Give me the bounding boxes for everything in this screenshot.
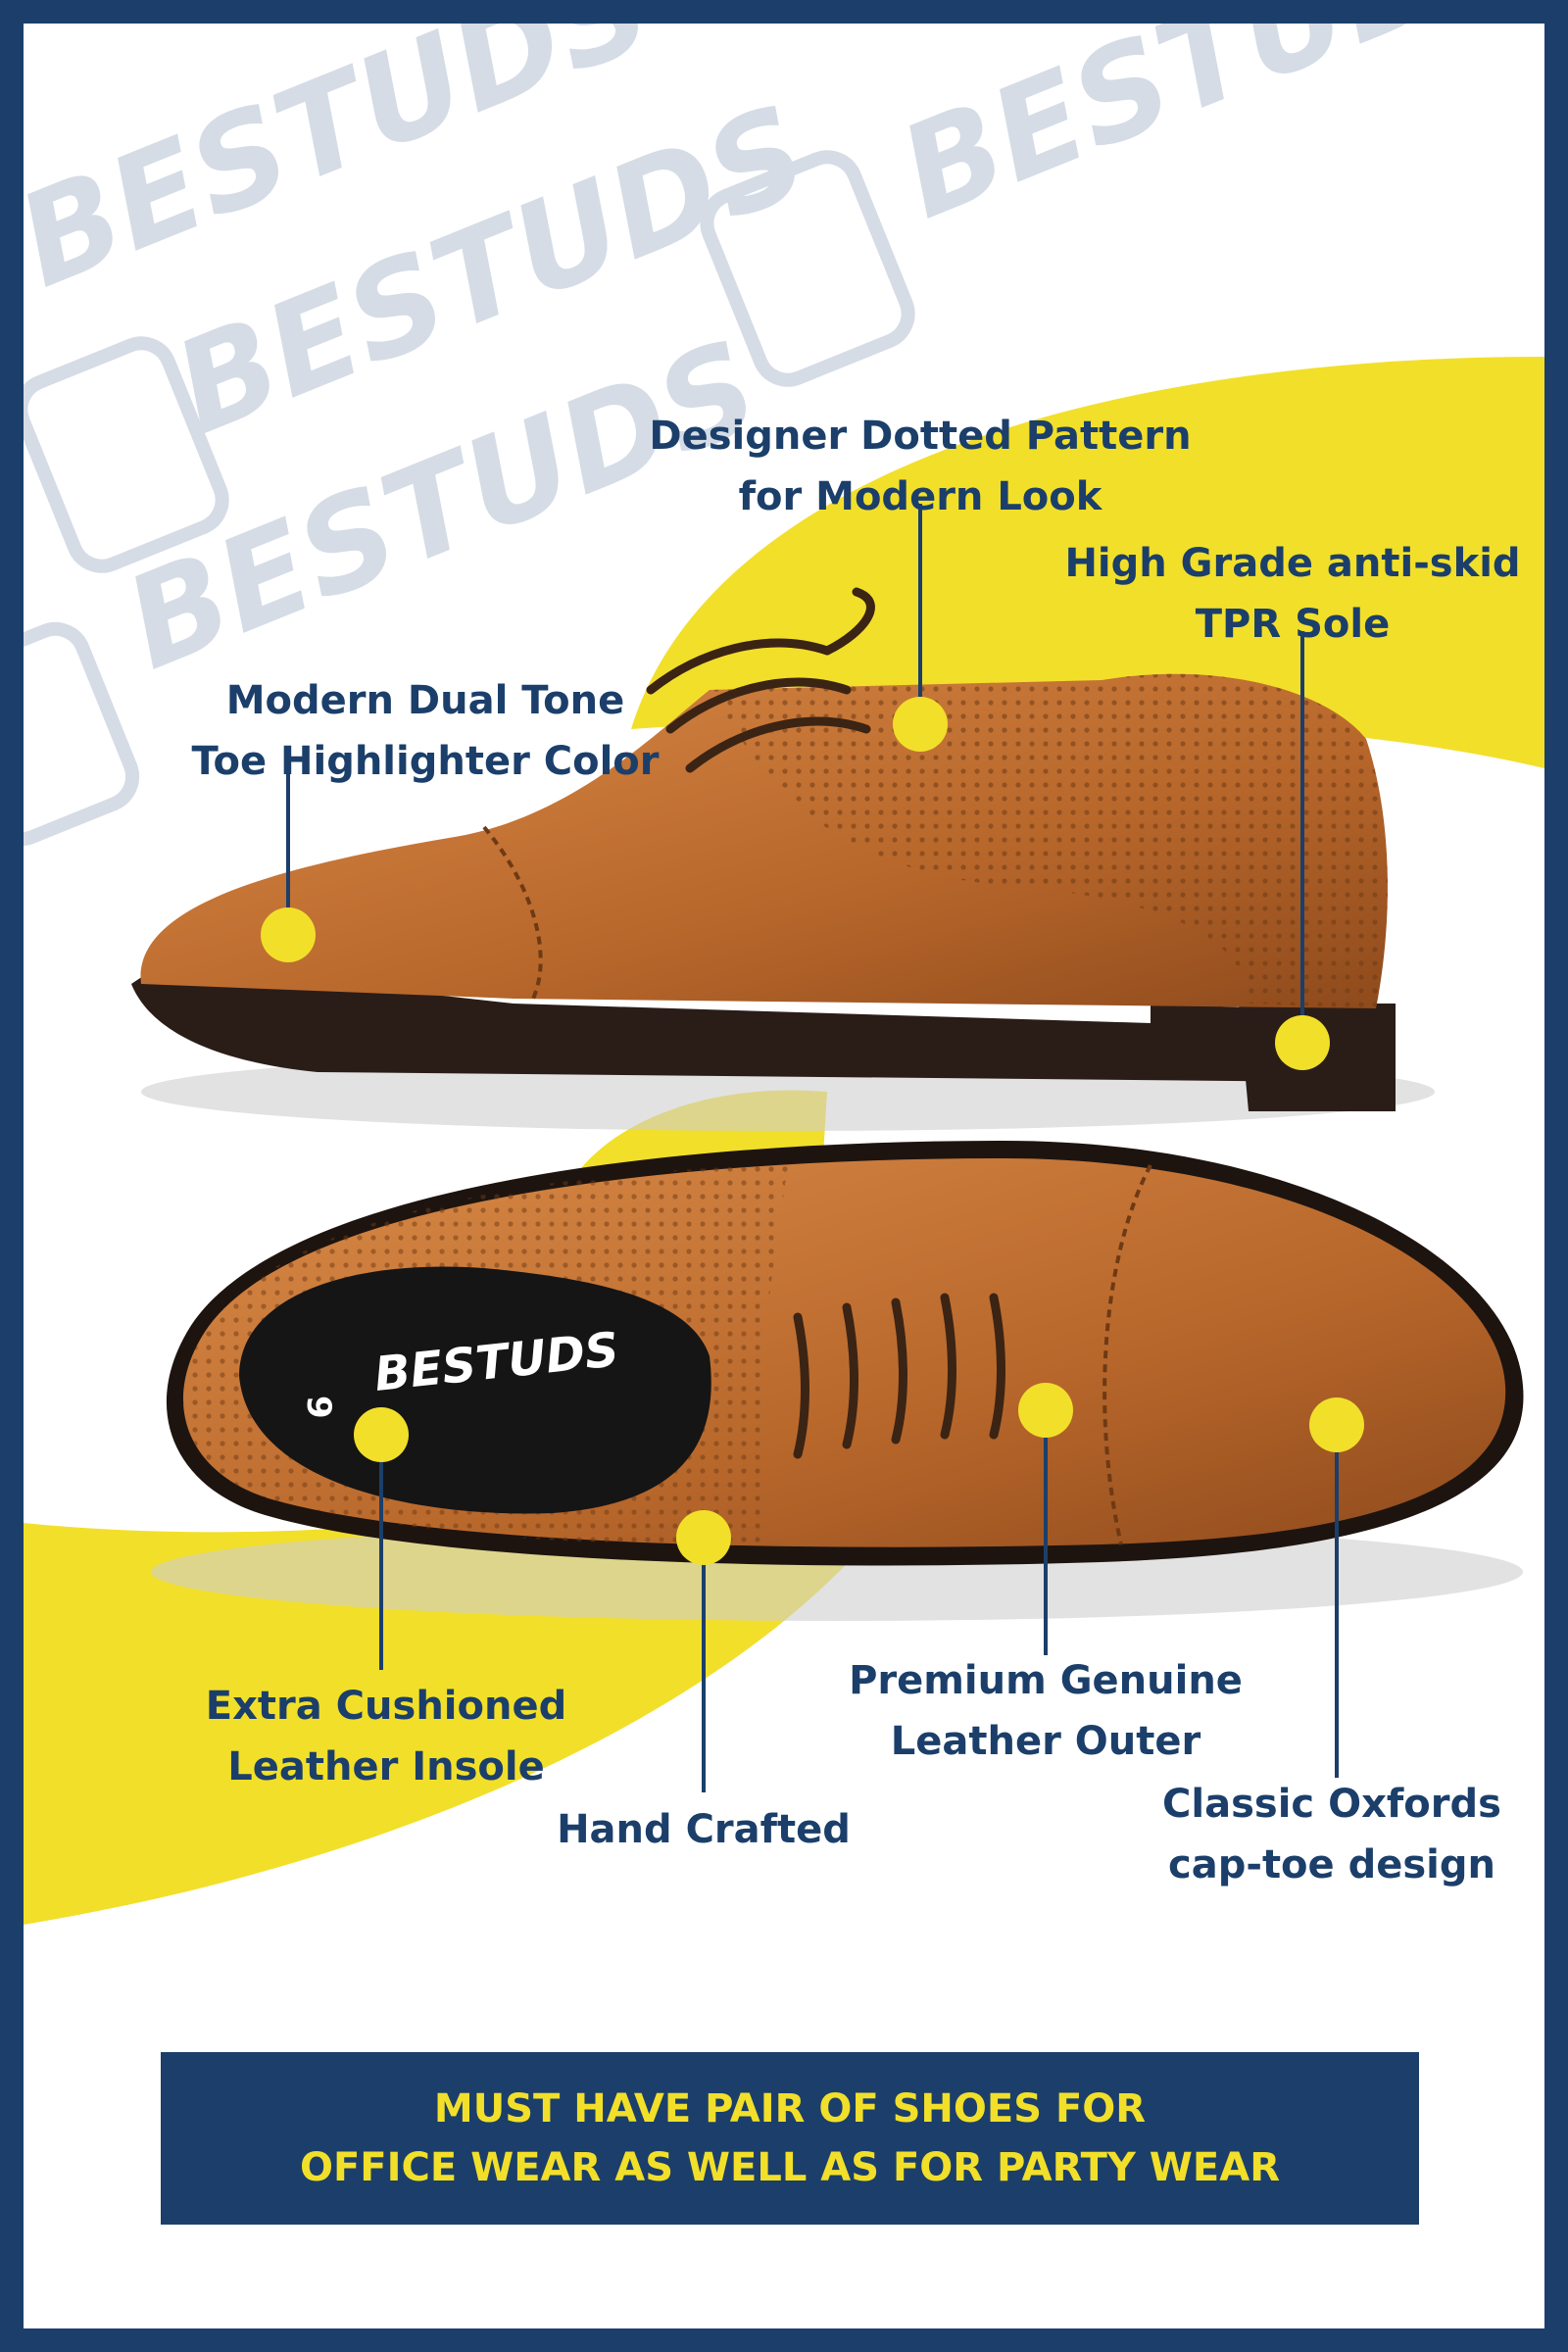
callout-oxfords-line1: Classic Oxfords [1162, 1782, 1501, 1827]
callout-genuine-leather-line1: Premium Genuine [849, 1658, 1243, 1703]
callout-dual-tone-line1: Modern Dual Tone [225, 678, 625, 723]
watermark-logo-box-3 [24, 621, 140, 847]
top-shoe-laces [646, 587, 875, 773]
callout-designer-dotted-line2: for Modern Look [738, 474, 1102, 519]
callout-dot-oxfords [1309, 1397, 1364, 1452]
callout-designer-dotted-line1: Designer Dotted Pattern [649, 414, 1192, 459]
callout-oxfords-line2: cap-toe design [1168, 1842, 1495, 1887]
callout-designer-dotted-pattern: Designer Dotted Pattern for Modern Look [626, 406, 1214, 527]
background-graphic: BESTUDS BESTUDS BESTUDS BESTUDS [24, 24, 1544, 1925]
callout-cushioned-insole: Extra Cushioned Leather Insole [180, 1676, 592, 1797]
poster-frame: BESTUDS BESTUDS BESTUDS BESTUDS [24, 24, 1544, 2328]
tagline-banner: MUST HAVE PAIR OF SHOES FOR OFFICE WEAR … [161, 2052, 1419, 2225]
callout-dot-designer-dotted [893, 697, 948, 752]
callout-hand-crafted-line1: Hand Crafted [557, 1807, 851, 1852]
callout-dual-tone-toe: Modern Dual Tone Toe Highlighter Color [180, 670, 670, 792]
bottom-shoe: BESTUDS 9 [151, 1141, 1524, 1621]
top-shoe-cap-seam [482, 825, 543, 1000]
watermark-logo-box-1 [24, 336, 229, 573]
callout-dot-anti-skid [1275, 1015, 1330, 1070]
watermark-logo-box-2 [700, 150, 915, 387]
callout-insole-line2: Leather Insole [227, 1744, 545, 1789]
callout-dot-genuine-leather [1018, 1383, 1073, 1438]
top-shoe-perforated-panel [710, 673, 1388, 1008]
callout-dual-tone-line2: Toe Highlighter Color [191, 739, 660, 784]
tagline-line1: MUST HAVE PAIR OF SHOES FOR [433, 2086, 1147, 2132]
bottom-shoe-laces [793, 1293, 1005, 1459]
callout-anti-skid-sole: High Grade anti-skid TPR Sole [1048, 533, 1538, 655]
callout-anti-skid-line2: TPR Sole [1195, 602, 1391, 647]
bottom-shoe-opening [239, 1266, 711, 1514]
callout-hand-crafted: Hand Crafted [547, 1799, 860, 1860]
tagline-line2: OFFICE WEAR AS WELL AS FOR PARTY WEAR [299, 2145, 1281, 2190]
bottom-shoe-cap-seam [1102, 1164, 1152, 1545]
top-shoe-sole [131, 964, 1386, 1082]
callout-dot-dual-tone [261, 907, 316, 962]
callout-anti-skid-line1: High Grade anti-skid [1064, 541, 1521, 586]
callout-genuine-leather: Premium Genuine Leather Outer [835, 1650, 1256, 1772]
shoes-illustration: BESTUDS 9 [131, 504, 1524, 1792]
insole-size-label: 9 [299, 1396, 338, 1419]
top-shoe [131, 587, 1435, 1131]
callout-insole-line1: Extra Cushioned [205, 1684, 567, 1729]
callout-genuine-leather-line2: Leather Outer [890, 1719, 1201, 1764]
callout-dots [261, 697, 1364, 1565]
callout-lines [286, 504, 1339, 1792]
yellow-swoosh-top [631, 357, 1544, 768]
callout-dot-hand-crafted [676, 1510, 731, 1565]
callout-classic-oxfords: Classic Oxfords cap-toe design [1131, 1774, 1533, 1895]
callout-dot-insole [354, 1407, 409, 1462]
